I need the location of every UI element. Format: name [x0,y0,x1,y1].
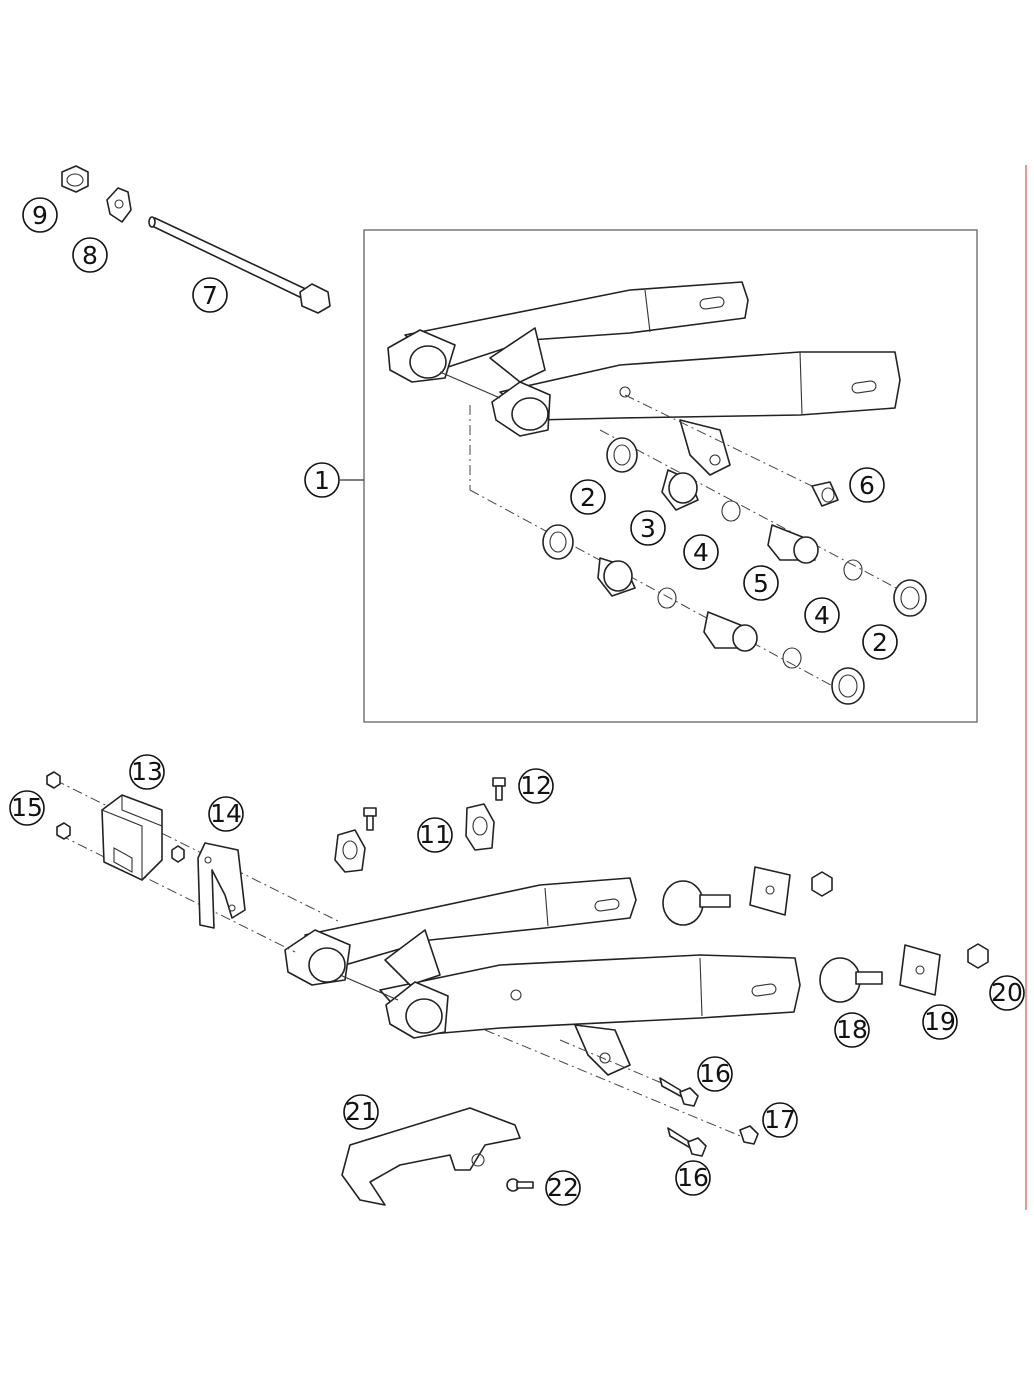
callout-label: 18 [836,1015,868,1044]
callout-label: 16 [677,1163,709,1192]
guide-plate-14 [197,842,246,929]
callout-16-upper: 16 [697,1056,733,1092]
bearing-parts-detail [542,437,927,705]
callout-20: 20 [989,975,1025,1011]
callout-14: 14 [208,796,244,832]
swingarm-axle-part-7 [148,216,331,314]
chain-adjuster-plates-19 [749,866,941,996]
swingarm-assembly-main [284,877,801,1076]
callout-17: 17 [762,1102,798,1138]
callout-19: 19 [922,1004,958,1040]
callout-label: 8 [82,241,98,270]
callout-label: 9 [32,201,48,230]
callout-4-lower: 4 [804,597,840,633]
nut-parts-15 [46,771,185,863]
swingarm-assembly-detail [387,281,901,476]
callout-8: 8 [72,237,108,273]
callout-1: 1 [304,462,340,498]
chain-adjuster-parts-18 [662,880,883,1003]
callout-16-lower: 16 [675,1160,711,1196]
callout-2-upper: 2 [570,479,606,515]
callout-9: 9 [22,197,58,233]
screw-parts-12 [363,777,506,831]
callout-label: 11 [419,820,451,849]
callout-label: 2 [580,483,596,512]
bolt-parts-16 [659,1077,707,1157]
callout-11: 11 [417,817,453,853]
callout-label: 13 [131,757,163,786]
nut-parts-20 [811,871,989,969]
callout-5: 5 [743,565,779,601]
callout-label: 15 [11,793,43,822]
screw-part-22 [506,1178,534,1192]
callout-label: 1 [314,466,330,495]
callout-3: 3 [630,510,666,546]
callout-7: 7 [192,277,228,313]
callout-label: 5 [753,569,769,598]
callout-2-lower: 2 [862,624,898,660]
callout-label: 14 [210,799,242,828]
chain-guide-block-13 [101,794,163,881]
callout-13: 13 [129,754,165,790]
callout-label: 4 [693,538,709,567]
callout-4-upper: 4 [683,534,719,570]
cable-clamp-parts-11 [334,803,495,873]
chain-adjuster-part-8 [106,187,132,223]
callout-6: 6 [849,467,885,503]
callout-label: 19 [924,1007,956,1036]
callout-label: 12 [520,771,552,800]
chain-guard-part-21 [341,1107,521,1206]
nut-part-9 [61,165,89,193]
callout-label: 20 [991,978,1023,1007]
callout-label: 21 [345,1097,377,1126]
callout-15: 15 [9,790,45,826]
callout-label: 22 [547,1173,579,1202]
callout-22: 22 [545,1170,581,1206]
nut-part-17 [739,1125,759,1145]
callout-label: 2 [872,628,888,657]
callout-label: 7 [202,281,218,310]
callout-label: 4 [814,601,830,630]
callout-label: 16 [699,1059,731,1088]
detail-frame [363,229,978,723]
callout-12: 12 [518,768,554,804]
callout-21: 21 [343,1094,379,1130]
callout-label: 6 [859,471,875,500]
callout-label: 17 [764,1105,796,1134]
callout-18: 18 [834,1012,870,1048]
callout-label: 3 [640,514,656,543]
